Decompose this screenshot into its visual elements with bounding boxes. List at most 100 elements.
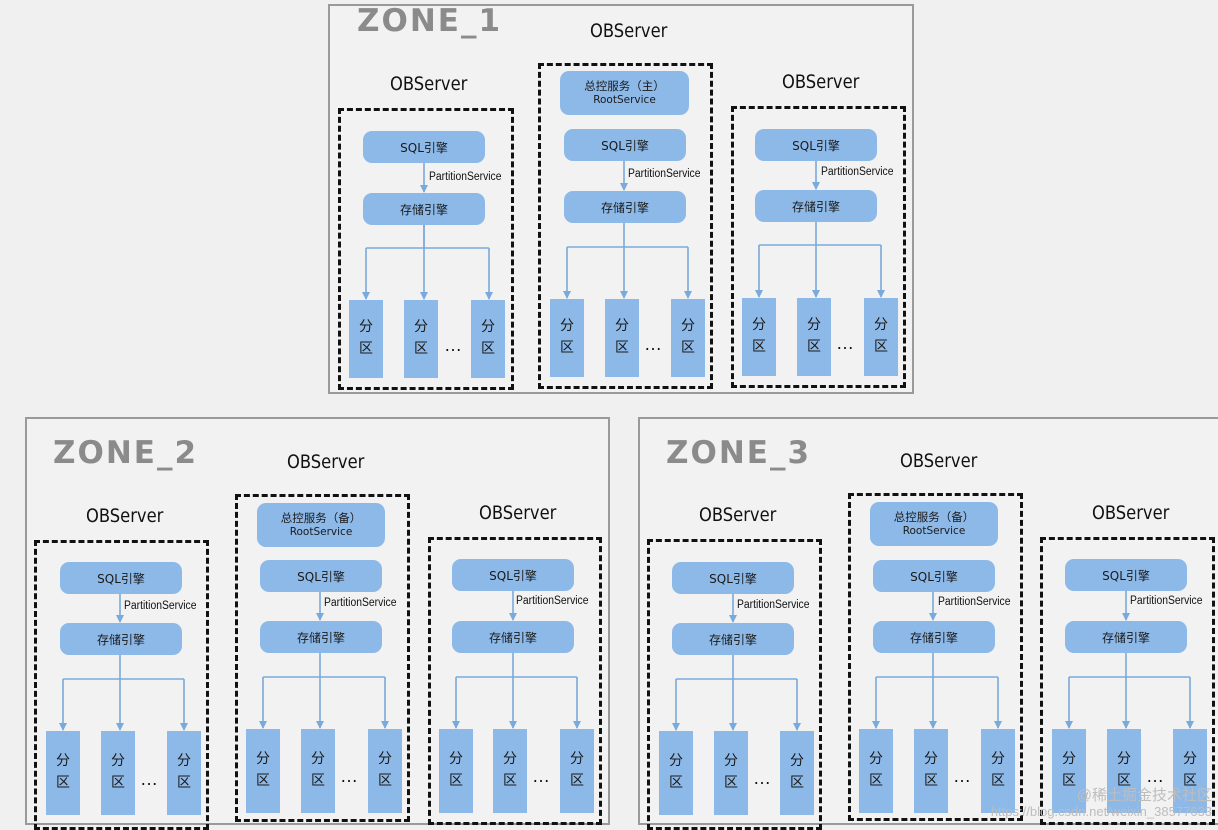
observer-label: OBServer <box>479 502 557 524</box>
partition-char: 区 <box>503 773 517 789</box>
partition-block: 分区 <box>797 298 831 376</box>
partition-block: 分区 <box>471 300 505 378</box>
partition-char: 区 <box>1062 773 1076 789</box>
partition-char: 分 <box>1183 751 1197 768</box>
observer-box <box>848 493 1023 821</box>
watermark: @稀土掘金技术社区 https://blog.csdn.net/weixin_3… <box>991 788 1212 819</box>
partition-service-label: PartitionService <box>821 166 894 178</box>
sql-engine-block: SQL引擎 <box>873 560 995 592</box>
partition-block: 分区 <box>1052 729 1086 813</box>
partition-char: 分 <box>615 318 629 335</box>
root-service-name: RootService <box>289 525 353 538</box>
partition-service-label: PartitionService <box>429 171 502 183</box>
partition-char: 分 <box>56 753 70 770</box>
partition-char: 分 <box>449 751 463 768</box>
sql-engine-block: SQL引擎 <box>260 560 382 592</box>
root-service-title: 总控服务（备） <box>280 511 362 526</box>
partition-service-label: PartitionService <box>737 599 810 611</box>
partition-block: 分区 <box>404 300 438 378</box>
ellipsis: … <box>340 766 359 786</box>
partition-block: 分区 <box>659 731 693 815</box>
partition-block: 分区 <box>439 729 473 813</box>
partition-char: 分 <box>560 318 574 335</box>
observer-box <box>235 494 410 822</box>
partition-char: 分 <box>752 317 766 334</box>
storage-engine-block: 存储引擎 <box>1065 621 1187 653</box>
partition-char: 区 <box>177 775 191 791</box>
storage-engine-block: 存储引擎 <box>873 621 995 653</box>
partition-block: 分区 <box>671 299 705 377</box>
partition-service-label: PartitionService <box>324 597 397 609</box>
sql-engine-block: SQL引擎 <box>363 131 485 163</box>
partition-block: 分区 <box>301 729 335 813</box>
observer-box <box>338 108 514 390</box>
partition-block: 分区 <box>246 729 280 813</box>
watermark-line: @稀土掘金技术社区 <box>1076 787 1212 805</box>
observer-label: OBServer <box>287 451 365 473</box>
partition-block: 分区 <box>742 298 776 376</box>
partition-block: 分区 <box>167 731 201 815</box>
ellipsis: … <box>953 766 972 786</box>
partition-block: 分区 <box>914 729 948 813</box>
partition-char: 区 <box>874 339 888 355</box>
partition-char: 区 <box>752 339 766 355</box>
partition-service-label: PartitionService <box>1130 595 1203 607</box>
partition-char: 区 <box>807 339 821 355</box>
observer-label: OBServer <box>699 504 777 526</box>
observer-label: OBServer <box>390 73 468 95</box>
storage-engine-block: 存储引擎 <box>672 623 794 655</box>
zone-title: ZONE_2 <box>53 435 199 471</box>
partition-char: 分 <box>1062 751 1076 768</box>
partition-char: 区 <box>1183 773 1197 789</box>
partition-block: 分区 <box>349 300 383 378</box>
root-service-block: 总控服务（备）RootService <box>257 503 385 547</box>
ellipsis: … <box>532 766 551 786</box>
partition-block: 分区 <box>101 731 135 815</box>
root-service-title: 总控服务（主） <box>584 79 665 94</box>
partition-block: 分区 <box>46 731 80 815</box>
observer-label: OBServer <box>1092 502 1170 524</box>
storage-engine-block: 存储引擎 <box>452 621 574 653</box>
storage-engine-block: 存储引擎 <box>363 193 485 225</box>
partition-block: 分区 <box>714 731 748 815</box>
sql-engine-block: SQL引擎 <box>564 129 686 161</box>
partition-char: 区 <box>681 340 695 356</box>
partition-char: 分 <box>991 751 1005 768</box>
partition-char: 区 <box>56 775 70 791</box>
ellipsis: … <box>140 769 159 789</box>
watermark-url: https://blog.csdn.net/weixin_38577633 <box>990 803 1212 819</box>
partition-char: 区 <box>311 773 325 789</box>
partition-char: 分 <box>177 753 191 770</box>
partition-char: 分 <box>570 751 584 768</box>
partition-service-label: PartitionService <box>516 595 589 607</box>
partition-block: 分区 <box>368 729 402 813</box>
partition-char: 区 <box>111 775 125 791</box>
partition-char: 区 <box>570 773 584 789</box>
partition-service-label: PartitionService <box>628 168 701 180</box>
storage-engine-block: 存储引擎 <box>564 191 686 223</box>
sql-engine-block: SQL引擎 <box>672 562 794 594</box>
ellipsis: … <box>836 333 855 353</box>
sql-engine-block: SQL引擎 <box>755 129 877 161</box>
ellipsis: … <box>644 334 663 354</box>
partition-block: 分区 <box>1107 729 1141 813</box>
partition-block: 分区 <box>550 299 584 377</box>
partition-char: 分 <box>378 751 392 768</box>
partition-char: 区 <box>414 341 428 357</box>
partition-char: 区 <box>724 775 738 791</box>
partition-char: 分 <box>874 317 888 334</box>
partition-char: 区 <box>1117 773 1131 789</box>
partition-char: 区 <box>256 773 270 789</box>
root-service-title: 总控服务（备） <box>893 510 975 525</box>
partition-char: 区 <box>869 773 883 789</box>
partition-char: 区 <box>790 775 804 791</box>
observer-box <box>538 63 713 389</box>
observer-label: OBServer <box>86 505 164 527</box>
partition-char: 区 <box>449 773 463 789</box>
ellipsis: … <box>444 335 463 355</box>
partition-block: 分区 <box>493 729 527 813</box>
partition-char: 分 <box>359 319 373 336</box>
partition-block: 分区 <box>560 729 594 813</box>
root-service-block: 总控服务（主）RootService <box>560 71 689 115</box>
partition-block: 分区 <box>859 729 893 813</box>
